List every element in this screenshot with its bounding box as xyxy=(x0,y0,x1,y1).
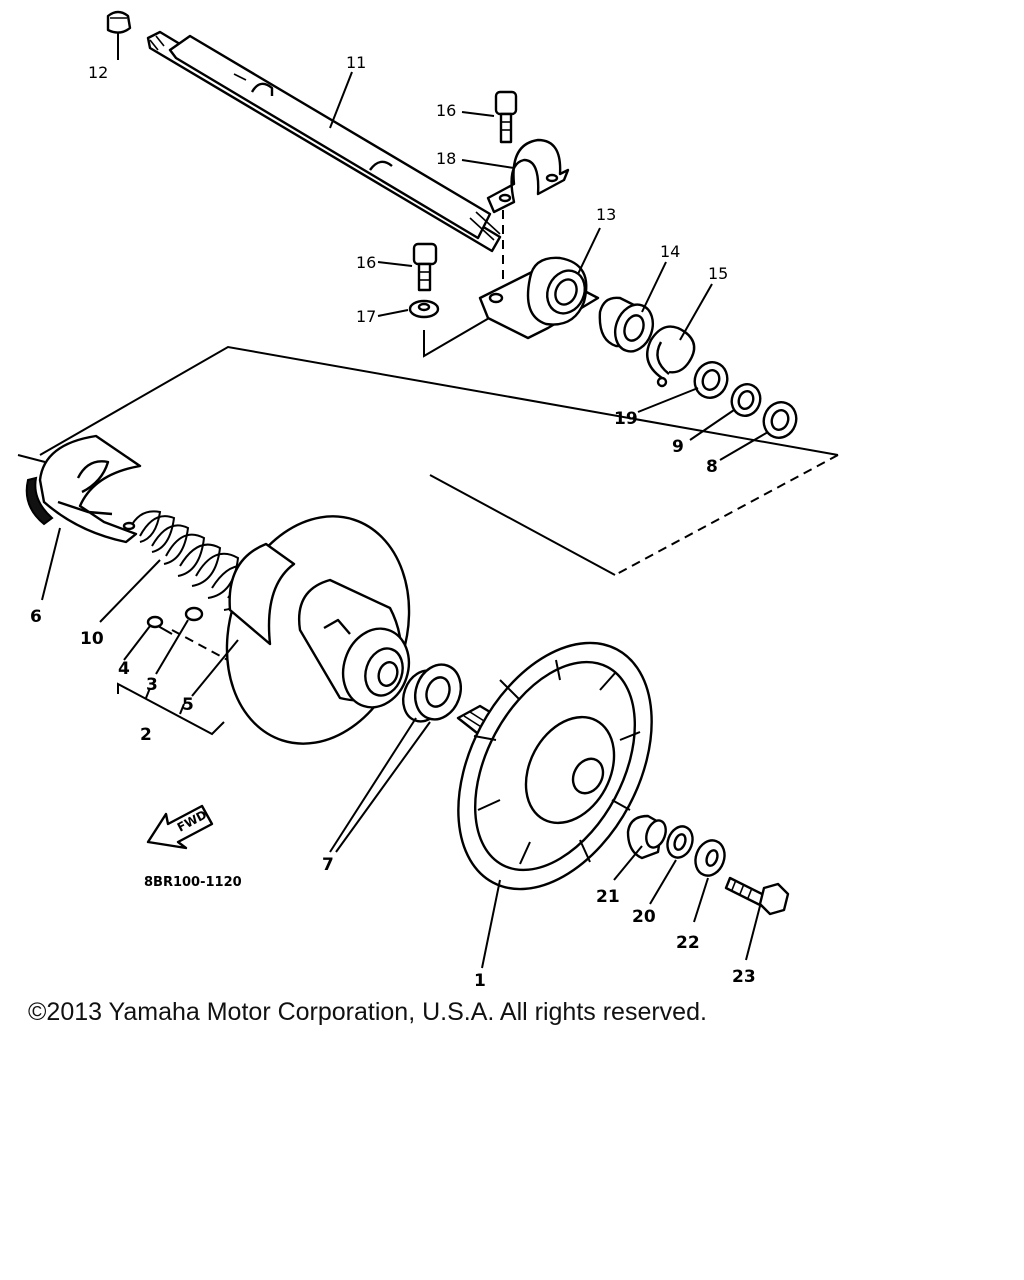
part-2-movable-sheave xyxy=(225,515,411,745)
part-3-weight xyxy=(184,606,204,622)
diagram-code: 8BR100-1120 xyxy=(144,875,242,890)
part-15-snap-ring xyxy=(646,325,696,388)
label-11: 11 xyxy=(346,53,366,72)
label-23: 23 xyxy=(732,967,756,987)
part-23-bolt xyxy=(724,876,790,916)
label-15: 15 xyxy=(708,264,728,283)
part-13-bearing-holder xyxy=(478,256,600,340)
part-16-bolt-top xyxy=(494,90,518,144)
label-12: 12 xyxy=(88,63,108,82)
exploded-parts-diagram: FWD 12 11 16 18 13 14 xyxy=(17,10,839,990)
part-19-washer xyxy=(693,361,729,399)
part-4-screw xyxy=(146,615,173,635)
leader-lines xyxy=(41,32,769,969)
part-21-collar xyxy=(626,814,667,860)
label-9: 9 xyxy=(672,437,684,457)
label-7: 7 xyxy=(322,855,334,875)
label-17: 17 xyxy=(356,307,376,326)
label-21: 21 xyxy=(596,887,620,907)
copyright-notice: ©2013 Yamaha Motor Corporation, U.S.A. A… xyxy=(28,998,707,1026)
label-3: 3 xyxy=(146,675,158,695)
front-direction-arrow: FWD xyxy=(146,804,214,850)
assembly-frame xyxy=(17,345,839,576)
label-5: 5 xyxy=(182,695,194,715)
part-6-cam xyxy=(25,434,142,544)
label-4: 4 xyxy=(118,659,130,679)
part-number-labels: 12 11 16 18 13 14 15 16 17 19 9 8 6 10 4… xyxy=(30,53,756,990)
label-8: 8 xyxy=(706,457,718,477)
label-10: 10 xyxy=(80,629,104,649)
part-12-cap xyxy=(106,10,132,34)
label-18: 18 xyxy=(436,149,456,168)
part-14-bearing xyxy=(598,296,655,353)
label-6: 6 xyxy=(30,607,42,627)
label-1: 1 xyxy=(474,971,486,990)
label-16-top: 16 xyxy=(436,101,456,120)
part-18-bracket xyxy=(486,138,570,214)
part-1-fixed-sheave xyxy=(456,641,653,891)
label-20: 20 xyxy=(632,907,656,927)
part-20-washer xyxy=(666,825,694,859)
label-22: 22 xyxy=(676,933,700,953)
part-7-bushing xyxy=(402,663,462,723)
part-11-shaft xyxy=(146,30,502,253)
label-13: 13 xyxy=(596,205,616,224)
part-16-bolt-lower xyxy=(412,242,438,292)
label-14: 14 xyxy=(660,242,680,261)
part-22-washer xyxy=(694,839,726,877)
label-19: 19 xyxy=(614,409,638,429)
part-8-washer xyxy=(762,401,798,439)
part-9-washer xyxy=(730,383,762,417)
label-16-lower: 16 xyxy=(356,253,376,272)
label-2: 2 xyxy=(140,725,152,745)
